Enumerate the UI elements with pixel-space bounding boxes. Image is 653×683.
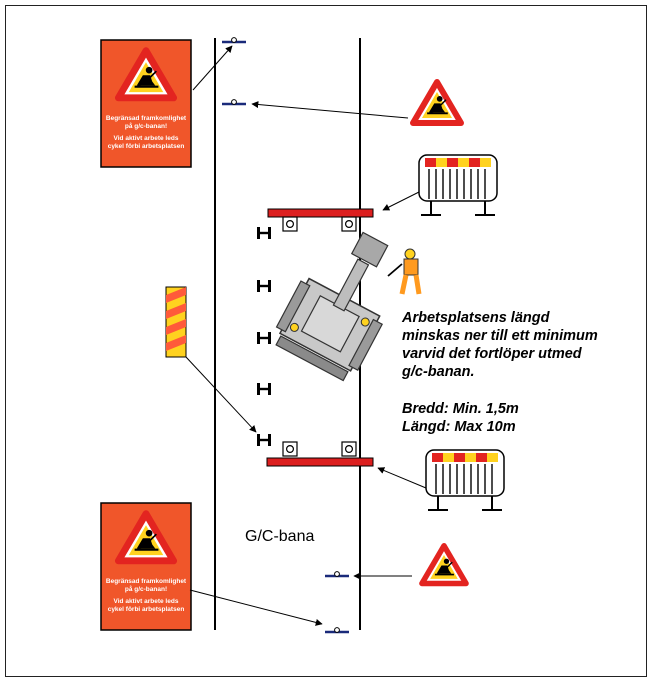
path-barrier-bottom <box>266 457 374 467</box>
warning-triangle-bottom <box>422 546 466 584</box>
barrier-fence-bottom <box>425 449 505 511</box>
dimension-length: Längd: Max 10m <box>402 419 516 435</box>
barrier-fence-top <box>418 154 498 216</box>
post-marker-4 <box>323 626 351 634</box>
info-sign-line-1: Begränsad framkomlighet <box>106 115 187 122</box>
info-sign-line-1: Begränsad framkomlighet <box>106 578 187 585</box>
arrows <box>185 45 427 626</box>
h-marker <box>257 434 271 446</box>
lane-label: G/C-bana <box>245 528 314 545</box>
info-sign-line-2: på g/c-banan! <box>125 122 167 130</box>
h-marker <box>257 383 271 395</box>
info-sign-bottom: Begränsad framkomlighet på g/c-banan! Vi… <box>100 502 192 631</box>
barrier-support <box>282 441 298 457</box>
description-line-3: varvid det fortlöper utmed <box>402 346 583 362</box>
info-sign-top: Begränsad framkomlighet på g/c-banan! Vi… <box>100 39 192 168</box>
diagram-frame <box>5 5 647 677</box>
post-marker-1 <box>220 36 248 44</box>
info-sign-line-4: cykel förbi arbetsplatsen <box>108 143 185 150</box>
h-marker <box>257 332 271 344</box>
info-sign-line-4: cykel förbi arbetsplatsen <box>108 606 185 613</box>
barrier-support <box>282 216 298 232</box>
post-marker-2 <box>220 98 248 106</box>
barrier-support <box>341 216 357 232</box>
path-barrier-top <box>267 208 374 218</box>
dimension-width: Bredd: Min. 1,5m <box>402 401 519 417</box>
warning-triangle-top <box>413 82 461 123</box>
h-marker <box>257 227 271 239</box>
description-line-1: Arbetsplatsens längd <box>401 310 551 326</box>
post-marker-3 <box>323 570 351 578</box>
excavator <box>275 231 389 382</box>
description-line-2: minskas ner till ett minimum <box>402 328 598 344</box>
striped-marker-post <box>165 286 187 358</box>
info-sign-line-2: på g/c-banan! <box>125 585 167 593</box>
info-sign-line-3: Vid aktivt arbete leds <box>114 135 179 142</box>
description-line-4: g/c-banan. <box>401 364 475 380</box>
info-sign-line-3: Vid aktivt arbete leds <box>114 598 179 605</box>
worker-figure <box>387 248 422 295</box>
h-marker <box>257 280 271 292</box>
barrier-support <box>341 441 357 457</box>
